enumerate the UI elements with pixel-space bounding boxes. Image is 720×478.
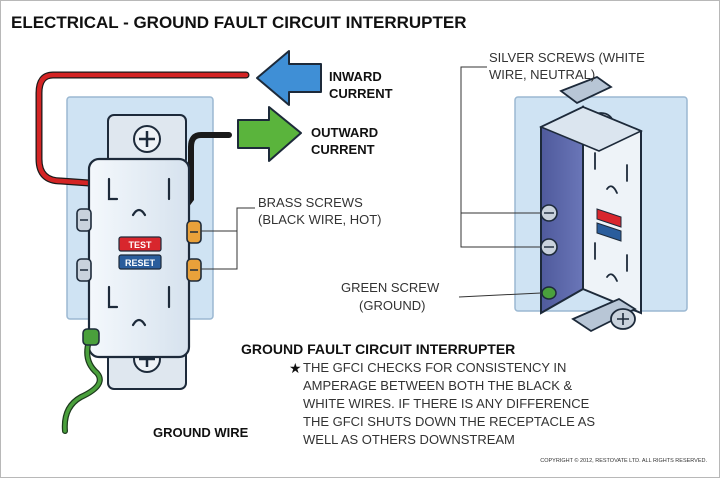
brass-leader [201, 207, 255, 232]
note-line-4: THE GFCI SHUTS DOWN THE RECEPTACLE AS [303, 414, 595, 429]
outlet-slots-3d [594, 152, 628, 282]
copyright: COPYRIGHT © 2012, RESTOVATE LTD. ALL RIG… [540, 457, 707, 464]
reset-button-label: RESET [125, 258, 156, 268]
brass-screws [186, 220, 202, 282]
note-heading: GROUND FAULT CIRCUIT INTERRUPTER [241, 341, 515, 357]
green-screw-3d [541, 286, 557, 300]
test-button-label: TEST [128, 240, 152, 250]
reset-button [118, 254, 162, 270]
note-bullet: ★ [289, 360, 302, 376]
green-screw-label-line2: (GROUND) [359, 298, 425, 313]
outward-current-arrow [237, 106, 302, 162]
inward-label-line1: INWARD [329, 69, 382, 84]
reset-button-3d [596, 222, 622, 242]
brass-screws-label-line2: (BLACK WIRE, HOT) [258, 212, 382, 227]
diagram-title: ELECTRICAL - GROUND FAULT CIRCUIT INTERR… [11, 13, 467, 32]
black-hot-wire [182, 132, 232, 210]
test-button [118, 236, 162, 252]
test-button-3d [596, 208, 622, 228]
inward-current-arrow [256, 50, 322, 106]
brass-screws-label-line1: BRASS SCREWS [258, 195, 363, 210]
green-ground-screw [82, 328, 100, 346]
silver-screws-label-line1: SILVER SCREWS (WHITE [489, 50, 645, 65]
silver-screws-left [76, 208, 92, 282]
green-screw-label-line1: GREEN SCREW [341, 280, 440, 295]
ground-wire-label: GROUND WIRE [153, 425, 249, 440]
top-outlet [107, 177, 171, 217]
bottom-outlet [107, 285, 171, 327]
green-leader [458, 292, 542, 298]
bottom-mounting-screw-3d [571, 297, 637, 333]
inward-label-line2: CURRENT [329, 86, 393, 101]
note-line-3: WHITE WIRES. IF THERE IS ANY DIFFERENCE [303, 396, 590, 411]
note-line-5: WELL AS OTHERS DOWNSTREAM [303, 432, 515, 447]
note-line-2: AMPERAGE BETWEEN BOTH THE BLACK & [303, 378, 573, 393]
outward-label-line1: OUTWARD [311, 125, 378, 140]
silver-screws-3d [540, 204, 558, 256]
outward-label-line2: CURRENT [311, 142, 375, 157]
note-line-1: THE GFCI CHECKS FOR CONSISTENCY IN [303, 360, 566, 375]
silver-leader [460, 66, 541, 214]
silver-screws-label-line2: WIRE, NEUTRAL) [489, 67, 595, 82]
